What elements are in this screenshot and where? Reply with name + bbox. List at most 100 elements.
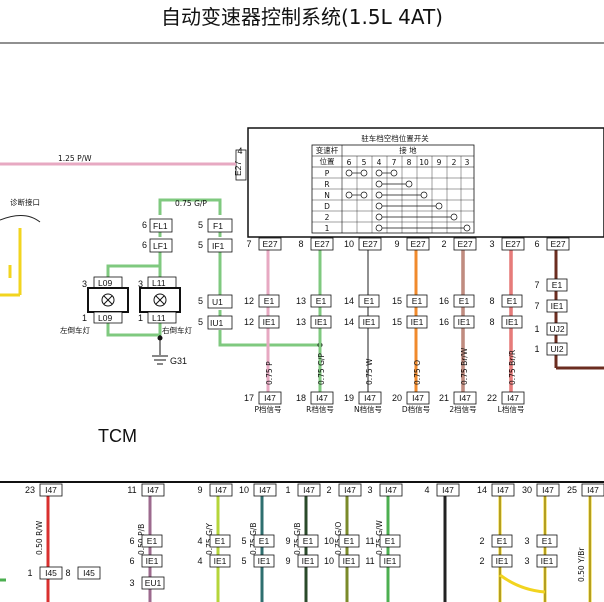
ground-g31: G31 xyxy=(152,335,187,366)
connector-i47-lower-7 xyxy=(436,483,460,497)
connector-ie1-lower-4 xyxy=(338,554,360,568)
svg-text:E1: E1 xyxy=(344,536,355,546)
connector-e27-3 xyxy=(406,237,430,251)
svg-text:5: 5 xyxy=(198,220,203,230)
svg-text:4: 4 xyxy=(237,146,242,156)
svg-text:I47: I47 xyxy=(587,485,599,495)
svg-text:I47: I47 xyxy=(45,485,57,495)
svg-text:IE1: IE1 xyxy=(363,317,376,327)
svg-text:IE1: IE1 xyxy=(315,317,328,327)
connector-e1-1 xyxy=(310,294,332,308)
svg-text:0.75 G/B: 0.75 G/B xyxy=(293,522,302,555)
neutral-switch-box xyxy=(247,127,604,238)
page-title: 自动变速器控制系统(1.5L 4AT) xyxy=(161,5,443,29)
svg-text:0.75 G/Y: 0.75 G/Y xyxy=(205,523,214,555)
connector-e1-right-a xyxy=(546,278,568,292)
svg-text:16: 16 xyxy=(439,317,449,327)
svg-text:9: 9 xyxy=(197,485,202,495)
svg-text:I47: I47 xyxy=(215,485,227,495)
connector-ie1-lower-2 xyxy=(253,554,275,568)
connector-e1-lower-0 xyxy=(141,534,163,548)
svg-text:1: 1 xyxy=(82,313,87,323)
svg-text:5: 5 xyxy=(198,240,203,250)
svg-text:0.75 Br/R: 0.75 Br/R xyxy=(508,350,517,385)
svg-text:E27: E27 xyxy=(505,239,520,249)
table-col-lever: 变速杆 xyxy=(316,145,339,155)
svg-text:1: 1 xyxy=(325,224,330,233)
svg-text:22: 22 xyxy=(487,393,497,403)
connector-e1-lower-4 xyxy=(338,534,360,548)
svg-text:5: 5 xyxy=(198,317,203,327)
svg-text:5: 5 xyxy=(241,536,246,546)
svg-text:6: 6 xyxy=(129,556,134,566)
connector-uj2 xyxy=(546,322,568,336)
connector-ie1-2 xyxy=(358,315,380,329)
svg-text:4: 4 xyxy=(197,556,202,566)
svg-text:IE1: IE1 xyxy=(384,556,397,566)
svg-text:I47: I47 xyxy=(507,393,519,403)
connector-u1: 5 U1 5 IU1 xyxy=(198,294,233,330)
svg-text:IE1: IE1 xyxy=(506,317,519,327)
svg-text:19: 19 xyxy=(344,393,354,403)
svg-text:EU1: EU1 xyxy=(145,578,162,588)
connector-i47-lower-2 xyxy=(209,483,233,497)
svg-text:0.50 P/B: 0.50 P/B xyxy=(137,524,146,555)
svg-text:D档信号: D档信号 xyxy=(402,404,430,414)
svg-text:P: P xyxy=(325,169,330,178)
svg-text:10: 10 xyxy=(239,485,249,495)
connector-e27-4 xyxy=(453,237,477,251)
svg-text:11: 11 xyxy=(365,536,374,546)
svg-text:10: 10 xyxy=(419,158,429,167)
svg-text:I47: I47 xyxy=(442,485,454,495)
svg-text:9: 9 xyxy=(437,158,442,167)
svg-text:9: 9 xyxy=(285,556,290,566)
connector-i47-1 xyxy=(310,391,334,405)
connector-i47-2 xyxy=(358,391,382,405)
svg-text:3: 3 xyxy=(524,556,529,566)
reverse-lamp-wiring: 0.75 G/P xyxy=(106,198,320,355)
connector-e1-4 xyxy=(453,294,475,308)
svg-text:0.75 G/W: 0.75 G/W xyxy=(375,520,384,555)
svg-text:25: 25 xyxy=(567,485,577,495)
svg-text:4: 4 xyxy=(377,158,382,167)
connector-e1-0 xyxy=(258,294,280,308)
svg-text:11: 11 xyxy=(127,485,136,495)
svg-text:9: 9 xyxy=(285,536,290,546)
svg-text:右倒车灯: 右倒车灯 xyxy=(162,325,192,335)
svg-text:6: 6 xyxy=(534,239,539,249)
svg-text:18: 18 xyxy=(296,393,306,403)
svg-text:E1: E1 xyxy=(264,296,275,306)
svg-text:6: 6 xyxy=(142,240,147,250)
connector-i47-lower-10 xyxy=(581,483,604,497)
connector-e1-lower-5 xyxy=(379,534,401,548)
svg-text:17: 17 xyxy=(244,393,254,403)
svg-text:R档信号: R档信号 xyxy=(306,404,334,414)
svg-text:L09: L09 xyxy=(98,313,112,323)
svg-text:8: 8 xyxy=(407,158,412,167)
svg-text:3: 3 xyxy=(367,485,372,495)
svg-text:21: 21 xyxy=(439,393,449,403)
connector-ie1-5 xyxy=(501,315,523,329)
connector-lf1: 6 LF1 xyxy=(142,238,173,253)
svg-text:8: 8 xyxy=(298,239,303,249)
connector-ie1-lower-5 xyxy=(379,554,401,568)
svg-text:L11: L11 xyxy=(152,313,166,323)
svg-text:1: 1 xyxy=(285,485,290,495)
connector-ie1-lower-6 xyxy=(491,554,513,568)
svg-text:3: 3 xyxy=(524,536,529,546)
connector-e27-right xyxy=(546,237,570,251)
svg-text:IE1: IE1 xyxy=(258,556,271,566)
svg-text:14: 14 xyxy=(344,317,354,327)
